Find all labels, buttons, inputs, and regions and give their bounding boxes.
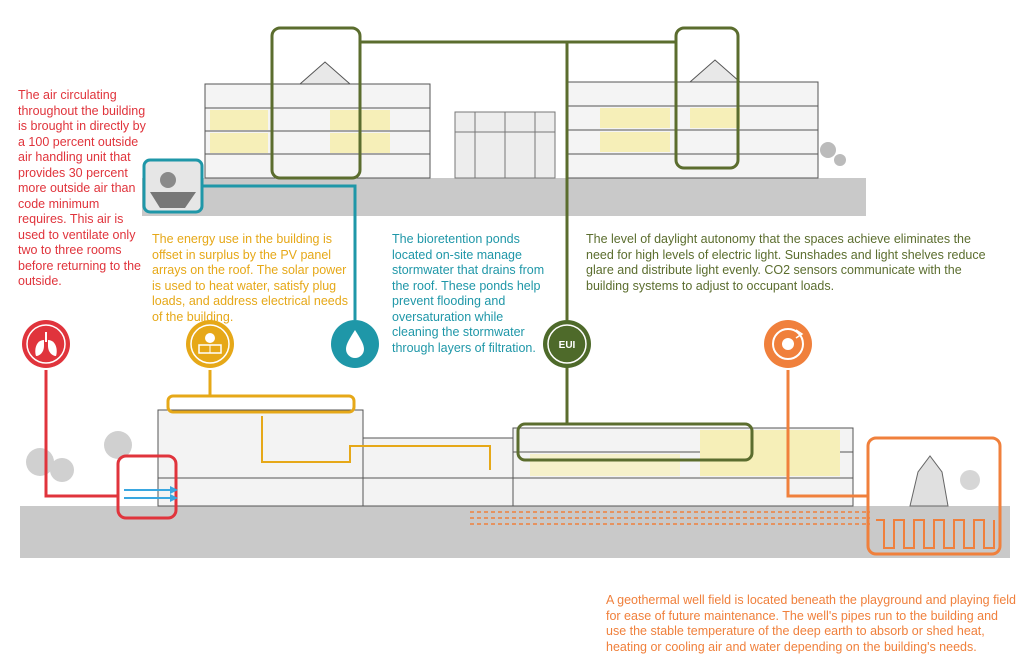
geothermal-annotation: A geothermal well field is located benea…	[606, 593, 1016, 654]
tree	[50, 458, 74, 482]
pond-planting	[160, 172, 176, 188]
left-wing-daylight-zone-2	[210, 133, 268, 153]
air-ventilation-annotation: The air circulating throughout the build…	[18, 88, 146, 288]
tree	[26, 448, 54, 476]
academic-daylight-zone	[700, 430, 840, 476]
bioretention-callout	[142, 158, 357, 320]
geothermal-piping	[470, 511, 870, 525]
air-callout	[44, 370, 178, 520]
left-wing-daylight-zone	[210, 110, 268, 130]
tree	[834, 154, 846, 166]
right-wing-daylight-zone-2	[600, 132, 670, 152]
gymnasium	[157, 409, 364, 507]
daylight-callout	[270, 26, 740, 424]
academic-daylight-zone-2	[530, 454, 680, 476]
daylight-annotation: The level of daylight autonomy that the …	[586, 232, 986, 293]
left-wing-section	[204, 61, 431, 179]
upper-ground	[142, 178, 866, 216]
eui-leaf-icon: EUI	[543, 320, 591, 368]
geothermal-connector	[786, 370, 868, 498]
right-wing-section	[567, 59, 819, 179]
lungs-icon	[22, 320, 70, 368]
right-wing-daylight-zone	[600, 108, 670, 128]
solar-callout	[166, 370, 356, 414]
bioretention-annotation: The bioretention ponds located on-site m…	[392, 232, 545, 355]
playground-tower	[909, 455, 949, 507]
air-handling-unit-box	[116, 454, 178, 520]
tree	[820, 142, 836, 158]
lower-building-section	[20, 409, 1010, 558]
tree	[960, 470, 980, 490]
eui-label: EUI	[559, 340, 576, 351]
geothermal-callout	[786, 370, 1002, 556]
daylight-box-right	[674, 26, 740, 170]
classroom-block	[362, 437, 514, 507]
courtyard	[454, 111, 556, 179]
pv-array-box	[166, 394, 356, 414]
lower-ground	[20, 506, 1010, 558]
upper-building-section	[142, 59, 866, 216]
solar-panel-icon	[186, 320, 234, 368]
water-drop-icon	[331, 320, 379, 368]
bioretention-connector	[202, 184, 357, 320]
solar-energy-annotation: The energy use in the building is offset…	[152, 232, 348, 324]
pond-detail	[150, 192, 196, 208]
geothermal-icon	[764, 320, 812, 368]
right-wing-daylight-zone-3	[690, 108, 740, 128]
solar-piping	[261, 416, 491, 470]
tree	[104, 431, 132, 459]
geothermal-wells	[876, 519, 995, 549]
daylight-box-left	[270, 26, 362, 180]
daylight-section-box	[516, 422, 754, 462]
air-connector	[44, 370, 118, 498]
